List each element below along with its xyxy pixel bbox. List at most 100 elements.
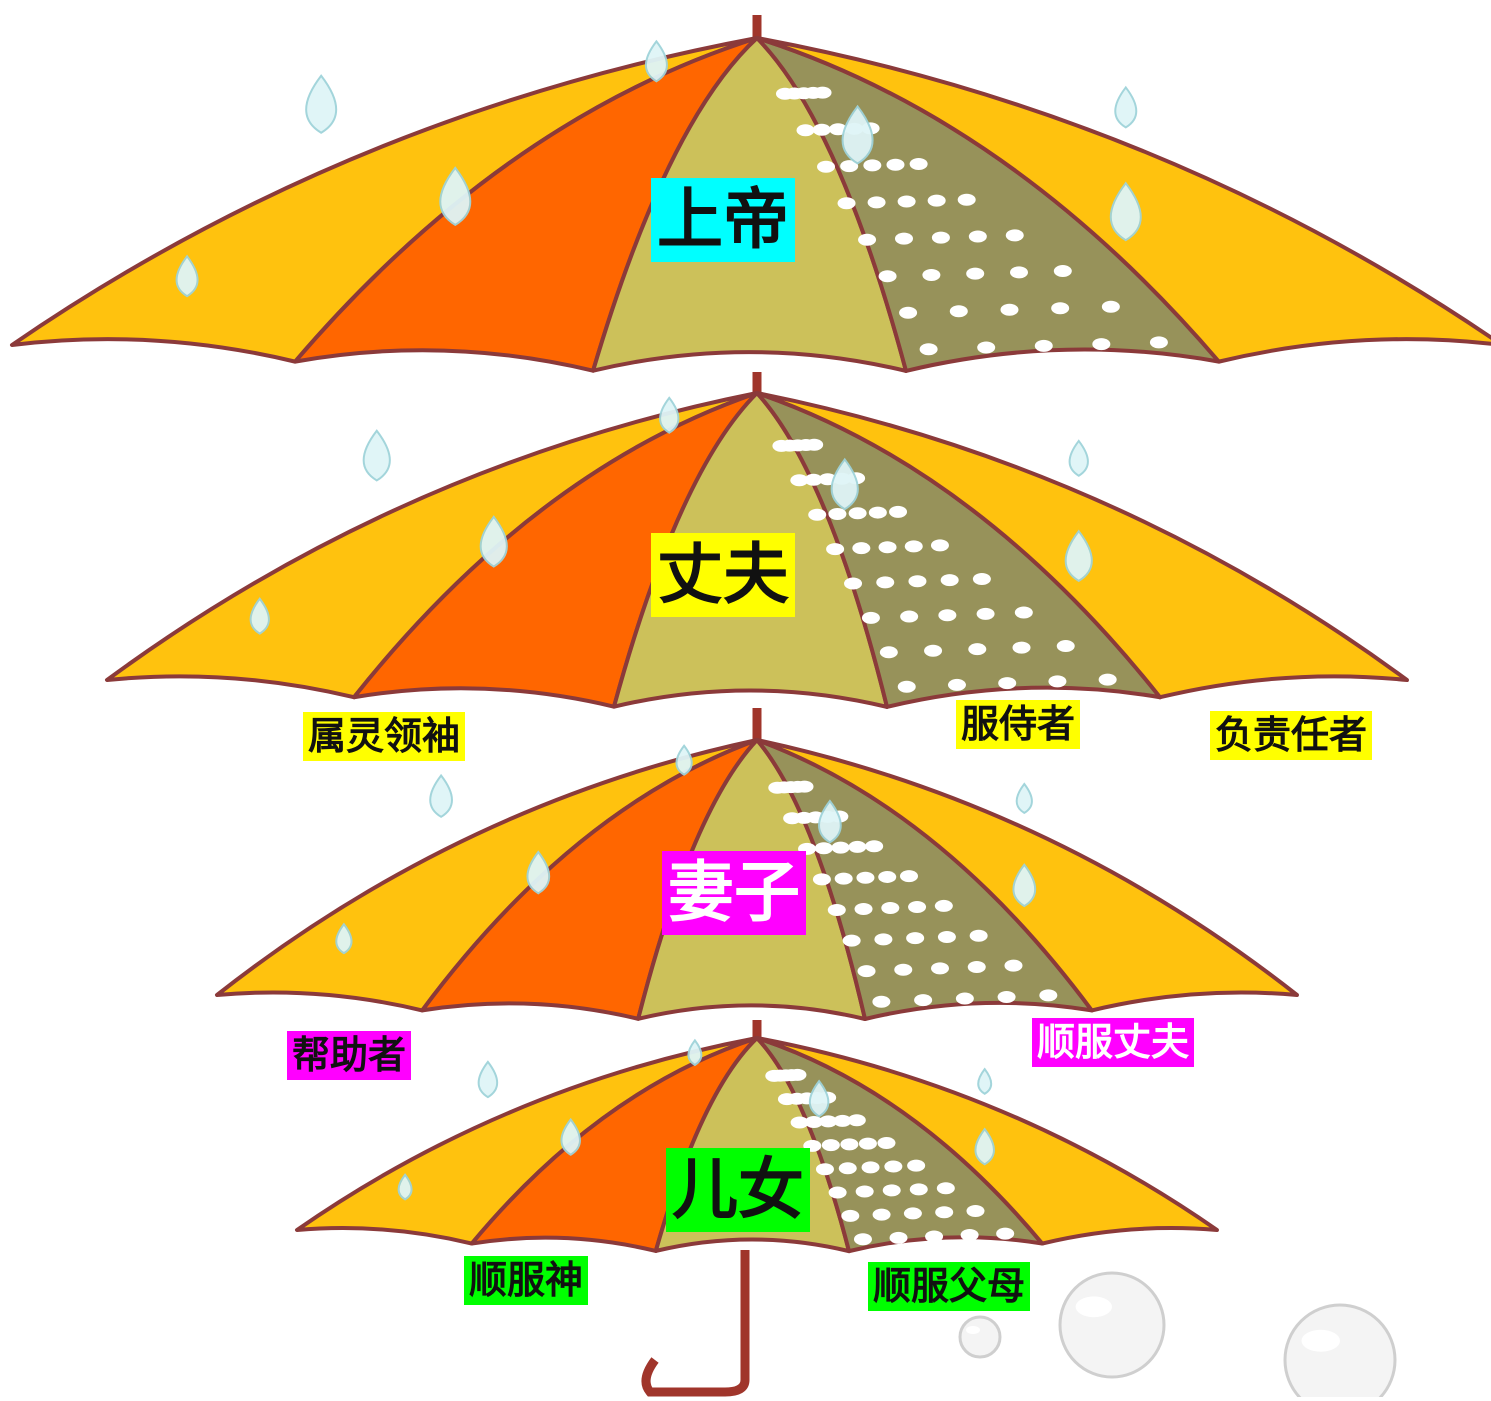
umbrella-3-role-2: 顺服丈夫 <box>1032 1018 1195 1067</box>
raindrop-icon <box>335 922 353 955</box>
polka-dot <box>831 841 850 854</box>
polka-dot <box>930 539 949 552</box>
polka-dot <box>872 1208 891 1221</box>
raindrops <box>397 1038 995 1201</box>
polka-dot <box>861 611 880 624</box>
bubble-icon <box>1283 1303 1397 1401</box>
umbrella-2-role-1: 属灵领袖 <box>303 712 466 761</box>
polka-dot <box>922 268 941 281</box>
umbrella-1-title: 上帝 <box>651 178 795 262</box>
polka-dot <box>1149 336 1168 349</box>
polka-dot <box>855 1185 874 1198</box>
polka-dot <box>1034 339 1053 352</box>
raindrop-icon <box>687 1038 703 1067</box>
umbrella-handle <box>641 1357 750 1397</box>
raindrops <box>249 396 1093 635</box>
polka-dot <box>976 607 995 620</box>
raindrop-icon <box>362 429 391 482</box>
polka-dot <box>1051 302 1070 315</box>
polka-dot <box>817 160 836 173</box>
bubble-highlight <box>1301 1329 1340 1352</box>
polka-dot <box>805 438 824 451</box>
polka-dot <box>848 507 867 520</box>
polka-dot <box>838 1162 857 1175</box>
polka-dot <box>931 231 950 244</box>
raindrop-icon <box>830 457 859 511</box>
bubble-icon <box>958 1315 1002 1359</box>
polka-dot <box>909 158 928 171</box>
polka-dot <box>812 873 831 886</box>
polka-dot <box>1014 606 1033 619</box>
raindrop-icon <box>526 850 551 895</box>
polka-dot <box>790 474 809 487</box>
umbrella-2-role-2: 服侍者 <box>956 700 1081 749</box>
polka-dot <box>977 341 996 354</box>
raindrop-icon <box>477 1060 499 1099</box>
polka-dot <box>998 677 1017 690</box>
polka-dot <box>1056 640 1075 653</box>
raindrop-icon <box>1012 863 1037 908</box>
polka-dot <box>878 870 897 883</box>
polka-dot <box>876 576 895 589</box>
umbrella-4-title: 儿女 <box>666 1148 810 1232</box>
raindrop-icon <box>659 396 680 434</box>
polka-dot <box>936 1182 955 1195</box>
polka-dot <box>812 123 831 136</box>
polka-dot <box>842 934 861 947</box>
polka-dot <box>848 840 867 853</box>
polka-dot <box>819 1115 838 1128</box>
polka-dot <box>897 680 916 693</box>
polka-dot <box>925 1230 944 1243</box>
polka-dot <box>908 575 927 588</box>
polka-dot <box>878 541 897 554</box>
polka-dot <box>1010 266 1029 279</box>
umbrella-4-role-1: 顺服神 <box>464 1256 589 1305</box>
polka-dot <box>996 1227 1015 1240</box>
raindrop-icon <box>841 104 874 165</box>
polka-dot <box>877 1136 896 1149</box>
raindrop-icon <box>1068 439 1089 477</box>
raindrop-icon <box>977 1067 993 1095</box>
polka-dots <box>768 780 1058 1008</box>
polka-dot <box>966 1204 985 1217</box>
polka-dot <box>914 994 933 1007</box>
polka-dot <box>857 965 876 978</box>
raindrop-icon <box>305 74 337 134</box>
polka-dot <box>968 230 987 243</box>
polka-dot <box>940 574 959 587</box>
polka-dot <box>919 343 938 356</box>
umbrella-shafts <box>641 15 762 1397</box>
bubble-highlight <box>1075 1296 1113 1318</box>
raindrop-icon <box>1114 85 1138 129</box>
polka-dot <box>897 195 916 208</box>
raindrops <box>175 39 1142 298</box>
polka-dot <box>894 963 913 976</box>
polka-dot <box>879 646 898 659</box>
polka-dot <box>1101 300 1120 313</box>
raindrop-icon <box>1015 782 1033 815</box>
polka-dot <box>878 270 897 283</box>
polka-dot <box>1000 303 1019 316</box>
polka-dot <box>966 267 985 280</box>
polka-dot <box>829 123 848 136</box>
polka-dot <box>828 1186 847 1199</box>
polka-dot <box>858 233 877 246</box>
polka-dot <box>924 644 943 657</box>
polka-dot <box>972 572 991 585</box>
raindrop-icon <box>818 799 842 844</box>
polka-dots <box>765 1068 1015 1246</box>
polka-dot <box>796 124 815 137</box>
polka-dot <box>1092 338 1111 351</box>
polka-dot <box>969 929 988 942</box>
raindrop-icon <box>439 166 472 227</box>
polka-dot <box>804 473 823 486</box>
polka-dot <box>861 1161 880 1174</box>
polka-dot <box>815 1163 834 1176</box>
polka-dot <box>899 306 918 319</box>
polka-dot <box>882 1184 901 1197</box>
raindrop-icon <box>560 1117 581 1156</box>
polka-dot <box>1004 959 1023 972</box>
polka-dot <box>1048 675 1067 688</box>
polka-dot <box>872 995 891 1008</box>
